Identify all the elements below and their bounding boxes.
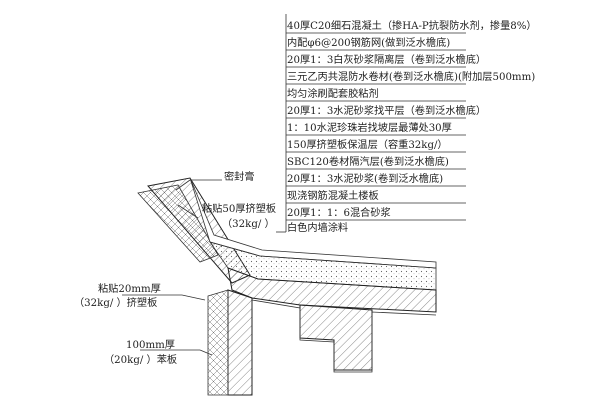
layer-10-label: 20厚1：3水泥砂浆(卷到泛水檐底)	[287, 174, 444, 185]
layer-2-label: 内配φ6@200钢筋网(做到泛水檐底)	[287, 38, 451, 49]
board50-callout-line2: （32kg/ ）	[222, 219, 275, 230]
board20-callout-line1: 粘贴20mm厚	[98, 284, 161, 295]
leader-lines	[276, 14, 466, 233]
layer-9-label: SBC120卷材隔汽层(卷到泛水檐底)	[287, 157, 449, 168]
callout-pointers	[122, 179, 222, 356]
wall-section	[227, 289, 253, 396]
board100-callout-line2: （20kg/ ）苯板	[104, 355, 178, 366]
sealant-callout: 密封膏	[224, 172, 255, 183]
board50-callout-line1: 粘贴50厚挤塑板	[202, 204, 277, 215]
layer-1-label: 40厚C20细石混凝土（掺HA-P抗裂防水剂，掺量8%）	[287, 21, 537, 32]
layer-7-label: 1：10水泥珍珠岩找坡层最薄处30厚	[287, 123, 452, 134]
board100-callout-line1: 100mm厚	[126, 340, 175, 351]
layer-11-label: 现浇钢筋混凝土楼板	[287, 191, 379, 202]
roof-slab	[227, 267, 437, 313]
layer-4-label: 三元乙丙共混防水卷材(卷到泛水檐底)(附加层500mm)	[287, 72, 536, 83]
eave-structure	[137, 177, 437, 396]
board20-callout-line2: （32kg/ ）挤塑板	[74, 298, 158, 309]
layer-12-label: 20厚1：1：6混合砂浆	[287, 208, 391, 219]
layer-13-label: 白色内墙涂料	[287, 223, 349, 234]
layer-8-label: 150厚挤塑板保温层（容重32kg/）	[287, 140, 448, 151]
wall-board	[207, 289, 229, 396]
layer-6-label: 20厚1：3水泥砂浆找平层（卷到泛水檐底）	[287, 106, 487, 117]
beam-section	[299, 304, 373, 371]
layer-3-label: 20厚1：3白灰砂浆隔离层（卷到泛水檐底）	[287, 55, 487, 66]
layer-5-label: 均匀涂刷配套胶粘剂	[287, 89, 379, 100]
